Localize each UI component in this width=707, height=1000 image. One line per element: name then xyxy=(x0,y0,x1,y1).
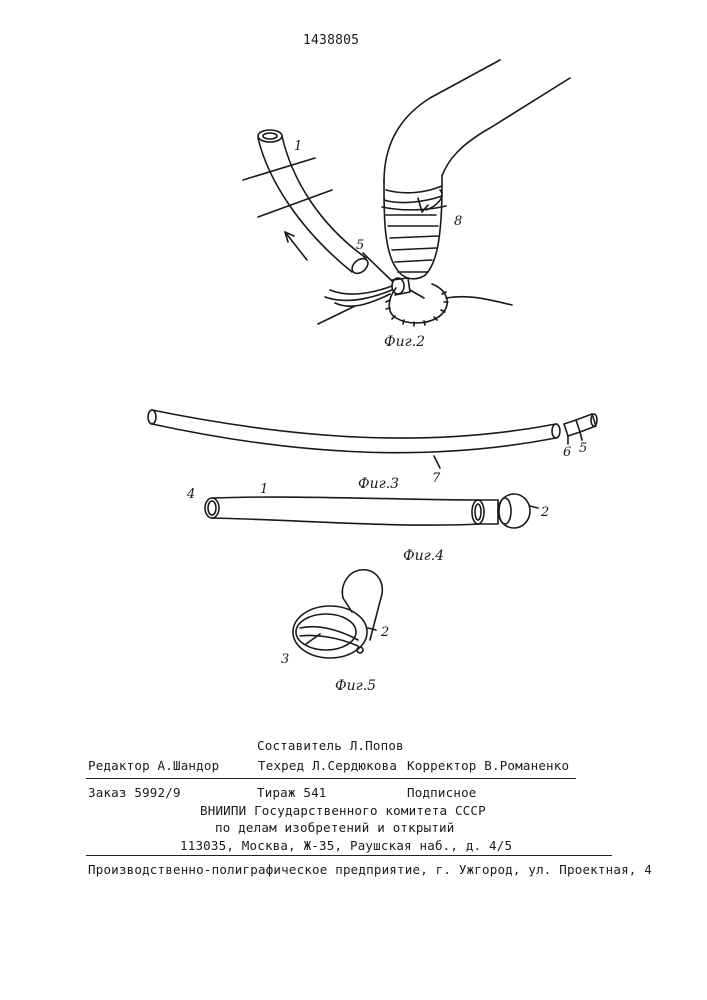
circulation-line: Тираж 541 xyxy=(257,785,327,800)
fig2-drawing xyxy=(243,60,570,326)
fig2-label-8: 8 xyxy=(454,214,462,229)
fig2-label-1: 1 xyxy=(294,139,302,154)
order-line: Заказ 5992/9 xyxy=(88,785,181,800)
fig4-labels: 4 1 2 Фиг.4 xyxy=(186,482,549,564)
fig2-caption: Фиг.2 xyxy=(384,334,425,350)
fig3-labels: 7 6 5 Фиг.3 xyxy=(358,441,587,492)
fig3-drawing xyxy=(148,410,597,468)
compiler-line: Составитель Л.Попов xyxy=(257,738,404,753)
fig4-label-2: 2 xyxy=(540,505,549,520)
fig4-caption: Фиг.4 xyxy=(403,548,444,564)
org-line-1: ВНИИПИ Государственного комитета СССР xyxy=(200,803,486,818)
fig3-label-7: 7 xyxy=(432,471,441,486)
address-line: 113035, Москва, Ж-35, Раушская наб., д. … xyxy=(180,838,512,853)
imprint-rule-top xyxy=(86,778,576,779)
fig5-caption: Фиг.5 xyxy=(335,678,376,694)
fig5-label-3: 3 xyxy=(281,652,289,667)
imprint-rule-bottom xyxy=(86,855,612,856)
fig2-label-5: 5 xyxy=(356,238,364,253)
printer-line: Производственно-полиграфическое предприя… xyxy=(88,862,652,877)
fig4-label-1: 1 xyxy=(260,482,268,497)
fig4-label-4: 4 xyxy=(186,487,195,502)
fig3-label-5: 5 xyxy=(579,441,587,456)
fig5-label-2: 2 xyxy=(380,625,389,640)
fig4-drawing xyxy=(205,494,538,528)
org-line-2: по делам изобретений и открытий xyxy=(215,820,455,835)
techred-line: Техред Л.Сердюкова xyxy=(258,758,397,773)
fig3-caption: Фиг.3 xyxy=(358,476,399,492)
corrector-line: Корректор В.Романенко xyxy=(407,758,569,773)
fig3-label-6: 6 xyxy=(563,445,571,460)
subscription-line: Подписное xyxy=(407,785,477,800)
fig5-drawing xyxy=(293,570,382,658)
editor-line: Редактор А.Шандор xyxy=(88,758,219,773)
